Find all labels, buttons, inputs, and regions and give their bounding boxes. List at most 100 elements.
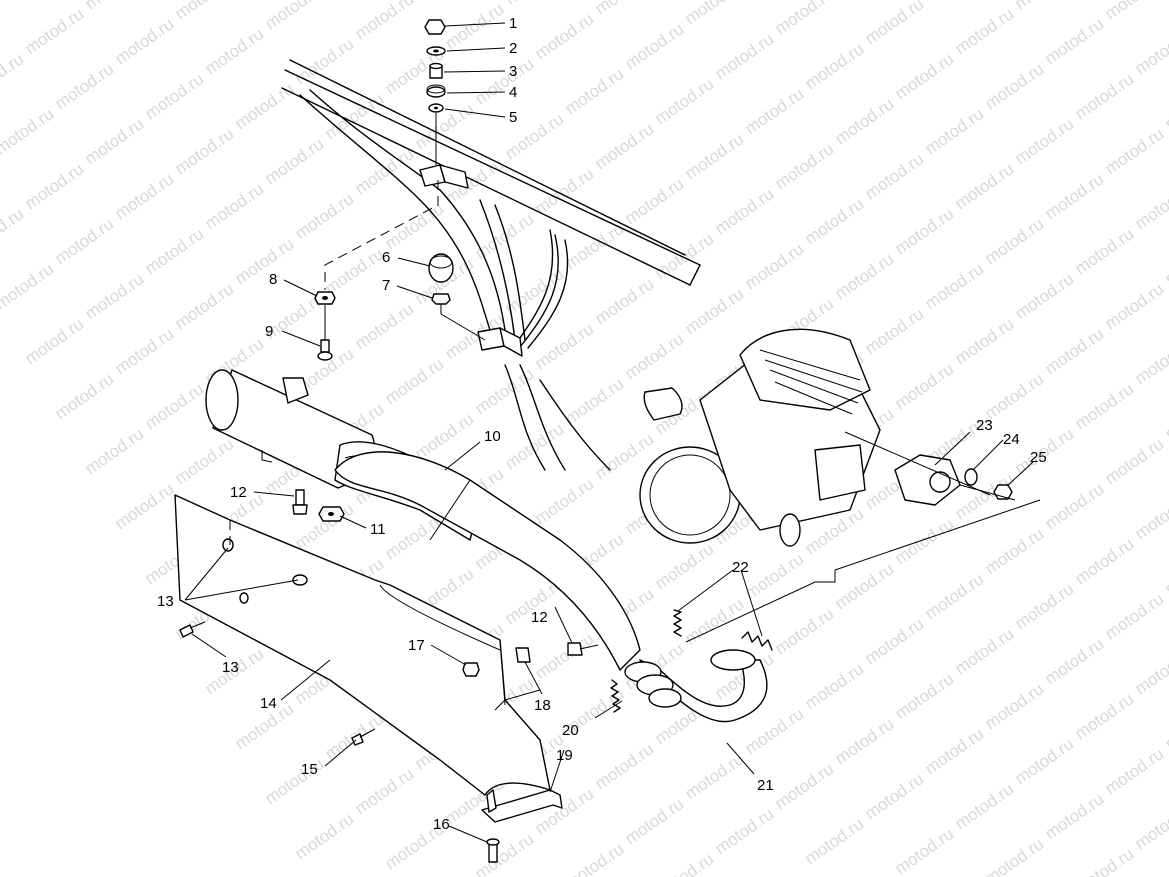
watermark-text: motod.ru	[531, 164, 597, 218]
watermark-text: motod.ru	[51, 59, 117, 113]
watermark-text: motod.ru	[531, 9, 597, 63]
watermark-text: motod.ru	[351, 299, 417, 353]
watermark-text: motod.ru	[1071, 224, 1137, 278]
watermark-text: motod.ru	[921, 259, 987, 313]
watermark-text: motod.ru	[591, 739, 657, 793]
watermark-text: motod.ru	[891, 49, 957, 103]
watermark-text: motod.ru	[0, 259, 57, 313]
callout-5: 5	[509, 109, 517, 126]
spring-part-22a	[673, 609, 682, 637]
watermark-text: motod.ru	[711, 29, 777, 83]
watermark-text: motod.ru	[861, 0, 927, 48]
watermark-text: motod.ru	[561, 839, 627, 877]
watermark-text: motod.ru	[1041, 789, 1107, 843]
watermark-text: motod.ru	[651, 229, 717, 283]
watermark-text: motod.ru	[981, 369, 1047, 423]
callout-23: 23	[976, 417, 993, 434]
watermark-text: motod.ru	[1011, 0, 1077, 13]
callout-12a: 12	[230, 484, 247, 501]
watermark-text: motod.ru	[681, 129, 747, 183]
callout-8: 8	[269, 271, 277, 288]
watermark-text: motod.ru	[861, 614, 927, 668]
watermark-text: motod.ru	[951, 314, 1017, 368]
watermark-text: motod.ru	[111, 169, 177, 223]
watermark-text: motod.ru	[921, 0, 987, 3]
watermark-text: motod.ru	[1071, 534, 1137, 588]
watermark-text: motod.ru	[21, 4, 87, 58]
watermark-text: motod.ru	[0, 0, 57, 3]
watermark-text: motod.ru	[1041, 479, 1107, 533]
watermark-text: motod.ru	[921, 724, 987, 778]
watermark-text: motod.ru	[681, 284, 747, 338]
watermark-text: motod.ru	[201, 179, 267, 233]
callout-24: 24	[1003, 431, 1020, 448]
isolator-stack	[424, 19, 446, 165]
watermark-text: motod.ru	[771, 604, 837, 658]
exhaust-pipe-part-10	[334, 451, 641, 671]
watermark-text: motod.ru	[21, 159, 87, 213]
nut-part-7	[431, 293, 451, 305]
watermark-text: motod.ru	[771, 759, 837, 813]
watermark-text: motod.ru	[981, 59, 1047, 113]
callout-7: 7	[382, 277, 390, 294]
isolator-part-4	[426, 86, 446, 98]
watermark-text: motod.ru	[1131, 644, 1169, 698]
watermark-text: motod.ru	[621, 19, 687, 73]
watermark-text: motod.ru	[861, 769, 927, 823]
watermark-text: motod.ru	[501, 419, 567, 473]
watermark-text: motod.ru	[681, 594, 747, 648]
gasket-part-24	[964, 468, 978, 486]
watermark-text: motod.ru	[591, 274, 657, 328]
watermark-text: motod.ru	[231, 79, 297, 133]
watermark-text: motod.ru	[111, 14, 177, 68]
watermark-text: motod.ru	[891, 669, 957, 723]
watermark-text: motod.ru	[951, 4, 1017, 58]
watermark-text: motod.ru	[0, 49, 27, 103]
watermark-text: motod.ru	[741, 84, 807, 138]
watermark-text: motod.ru	[921, 569, 987, 623]
watermark-text: motod.ru	[471, 364, 537, 418]
watermark-text: motod.ru	[171, 124, 237, 178]
watermark-text: motod.ru	[801, 814, 867, 868]
watermark-text: motod.ru	[261, 0, 327, 33]
callout-19: 19	[556, 747, 573, 764]
watermark-text: motod.ru	[111, 324, 177, 378]
watermark-text: motod.ru	[801, 39, 867, 93]
watermark-text: motod.ru	[561, 374, 627, 428]
watermark-text: motod.ru	[831, 249, 897, 303]
watermark-text: motod.ru	[81, 424, 147, 478]
watermark-text: motod.ru	[921, 104, 987, 158]
watermark-text: motod.ru	[201, 24, 267, 78]
watermark-text: motod.ru	[1131, 24, 1169, 78]
watermark-text: motod.ru	[801, 194, 867, 248]
watermark-text: motod.ru	[1071, 689, 1137, 743]
watermark-text: motod.ru	[1071, 69, 1137, 123]
small-hardware	[179, 489, 599, 863]
watermark-text: motod.ru	[651, 849, 717, 877]
watermark-text: motod.ru	[1101, 279, 1167, 333]
watermark-text: motod.ru	[171, 434, 237, 488]
watermark-text: motod.ru	[381, 199, 447, 253]
watermark-text: motod.ru	[801, 659, 867, 713]
callout-6: 6	[382, 249, 390, 266]
callout-16: 16	[433, 816, 450, 833]
watermark-text: motod.ru	[951, 624, 1017, 678]
leader-lines	[184, 22, 1041, 843]
watermark-text: motod.ru	[1161, 544, 1169, 598]
callout-labels: 1 2 3 4 5 6 7 8 9 10 11 12 12 13 13 14 1…	[157, 15, 1047, 833]
callout-4: 4	[509, 84, 517, 101]
watermark-text: motod.ru	[351, 144, 417, 198]
callout-18: 18	[534, 697, 551, 714]
watermark-text: motod.ru	[1131, 334, 1169, 388]
watermark-text: motod.ru	[591, 119, 657, 173]
watermark-text: motod.ru	[1101, 434, 1167, 488]
watermark-text: motod.ru	[291, 189, 357, 243]
watermark-text: motod.ru	[1101, 0, 1167, 23]
bracket-part-19	[481, 789, 563, 823]
watermark-text: motod.ru	[1041, 324, 1107, 378]
watermark-text: motod.ru	[771, 0, 837, 38]
watermark-text: motod.ru	[81, 114, 147, 168]
watermark-text: motod.ru	[981, 834, 1047, 877]
watermark-text: motod.ru	[861, 304, 927, 358]
